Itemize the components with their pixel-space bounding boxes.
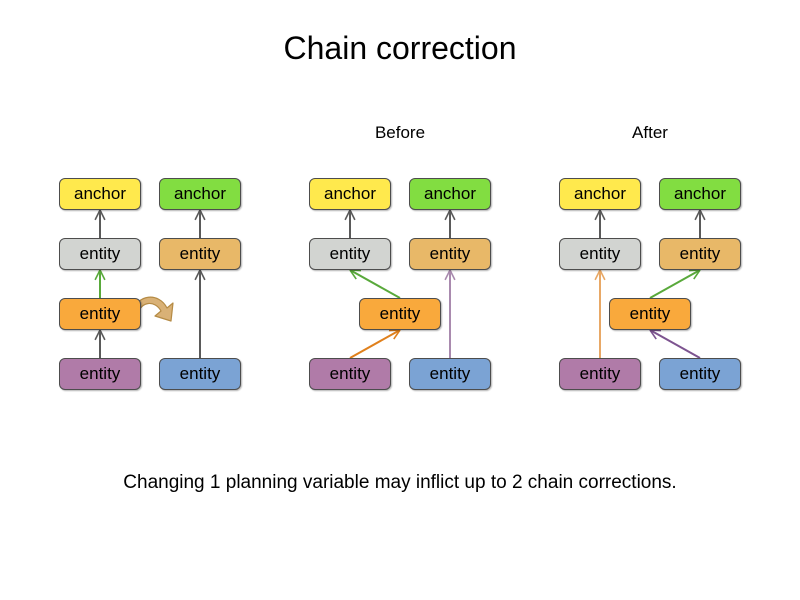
arrowhead-line [694,209,701,221]
entity-node[interactable]: entity [159,358,241,390]
edge-line [649,269,701,299]
arrowhead-line [99,269,106,281]
arrowhead-line [594,209,601,221]
page-title: Chain correction [283,30,517,66]
arrowhead-line [649,329,657,340]
anchor-node[interactable]: anchor [409,178,491,210]
node-label: entity [179,244,221,263]
node-label: anchor [74,184,126,203]
entity-node[interactable]: entity [609,298,691,330]
entity-node[interactable]: entity [309,358,391,390]
arrowhead-line [349,209,356,221]
entity-node[interactable]: entity [559,238,641,270]
entity-node[interactable]: entity [59,238,141,270]
arrowhead-line [693,269,701,280]
arrowhead-line [99,329,106,341]
anchor-node[interactable]: anchor [59,178,141,210]
entity-node[interactable]: entity [659,238,741,270]
entity-node[interactable]: entity [309,238,391,270]
node-label: entity [429,364,471,383]
node-label: entity [79,364,121,383]
arrowhead-line [444,269,451,281]
arrowhead-line [388,329,401,332]
entity-node[interactable]: entity [59,358,141,390]
entity-node[interactable]: entity [359,298,441,330]
arrowhead-line [449,209,456,221]
node-label: entity [679,244,721,263]
arrowhead-line [649,329,662,332]
entity-node[interactable]: entity [409,238,491,270]
entity-node[interactable]: entity [659,358,741,390]
node-label: entity [429,244,471,263]
arrowhead-line [393,329,401,340]
arrowhead-line [94,269,101,281]
node-label: anchor [424,184,476,203]
edge-line [349,329,401,359]
caption-text: Changing 1 planning variable may inflict… [123,472,677,493]
node-label: entity [329,244,371,263]
entity-node[interactable]: entity [409,358,491,390]
entity-node[interactable]: entity [559,358,641,390]
edge-line [649,329,701,359]
anchor-node[interactable]: anchor [659,178,741,210]
node-label: anchor [674,184,726,203]
node-label: anchor [324,184,376,203]
arrowhead-line [599,209,606,221]
node-label: entity [629,304,671,323]
node-label: anchor [174,184,226,203]
arrowhead-line [349,269,362,272]
arrowhead-line [99,209,106,221]
arrowhead-line [594,269,601,281]
edge-line [349,269,401,299]
arrowhead-line [599,269,606,281]
arrowhead-line [199,209,206,221]
node-label: entity [579,364,621,383]
node-label: entity [79,304,121,323]
section-label-before: Before [374,123,426,142]
entity-node[interactable]: entity [59,298,141,330]
entity-node[interactable]: entity [159,238,241,270]
node-label: entity [329,364,371,383]
node-label: entity [79,244,121,263]
arrowhead-line [194,209,201,221]
node-label: entity [679,364,721,383]
section-label-after: After [632,123,668,142]
arrowhead-line [699,209,706,221]
arrowhead-line [349,269,357,280]
arrowhead-line [194,269,201,281]
node-label: anchor [574,184,626,203]
arrowhead-line [444,209,451,221]
arrowhead-line [199,269,206,281]
anchor-node[interactable]: anchor [309,178,391,210]
node-label: entity [379,304,421,323]
arrowhead-line [449,269,456,281]
node-label: entity [579,244,621,263]
arrowhead-line [344,209,351,221]
arrowhead-line [94,209,101,221]
anchor-node[interactable]: anchor [559,178,641,210]
anchor-node[interactable]: anchor [159,178,241,210]
arrowhead-line [94,329,101,341]
node-label: entity [179,364,221,383]
arrowhead-line [688,269,701,272]
